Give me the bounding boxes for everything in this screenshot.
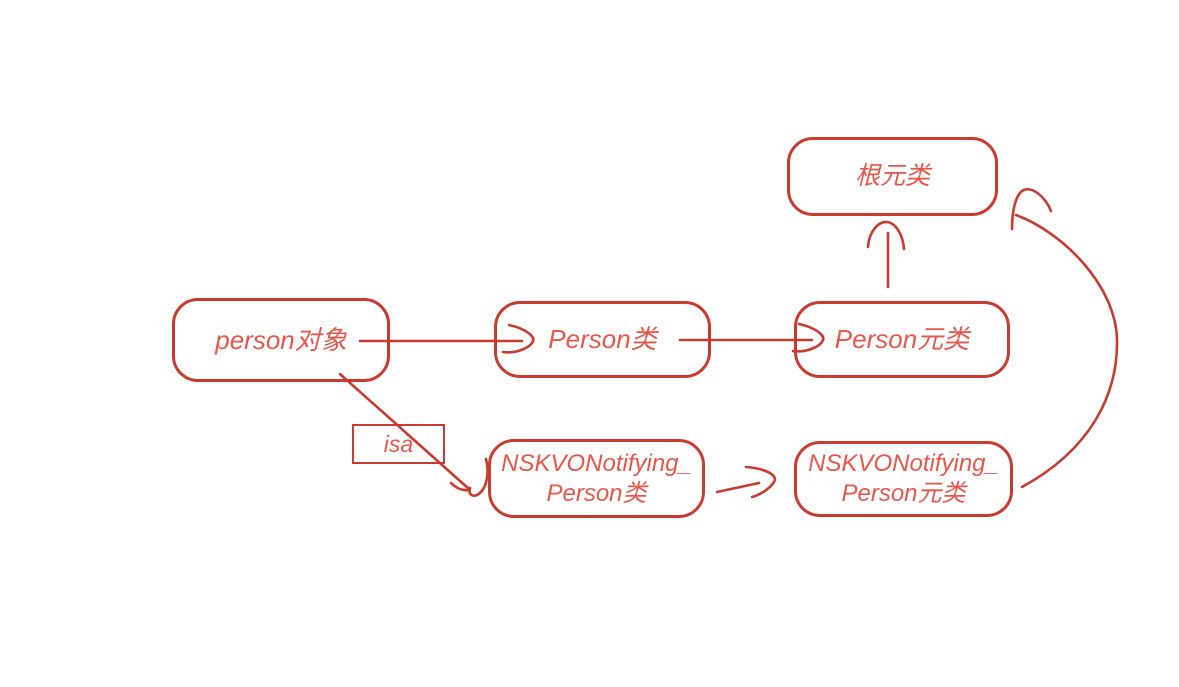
node-person-class: Person类 xyxy=(494,301,711,378)
arrow-line xyxy=(715,481,761,494)
arrowhead-icon xyxy=(744,465,777,499)
node-nskvo-person-metaclass: NSKVONotifying_ Person元类 xyxy=(794,441,1013,517)
node-nskvo-person-metaclass-label-line2: Person元类 xyxy=(841,480,966,507)
arrow-nskvo-class-to-nskvo-metaclass xyxy=(715,465,777,499)
arrow-line xyxy=(1014,213,1119,489)
arrow-nskvo-metaclass-to-root-metaclass xyxy=(1010,188,1119,489)
node-person-object: person对象 xyxy=(172,298,390,382)
isa-label-box: isa xyxy=(352,424,445,464)
node-root-metaclass: 根元类 xyxy=(787,137,998,216)
node-root-metaclass-label: 根元类 xyxy=(854,161,930,190)
isa-label: isa xyxy=(383,430,414,457)
arrowhead-curl-icon xyxy=(468,457,489,497)
arrowhead-icon xyxy=(1010,188,1053,231)
node-nskvo-person-class: NSKVONotifying_ Person类 xyxy=(488,439,705,518)
arrow-person-metaclass-to-root-metaclass xyxy=(866,220,906,289)
node-nskvo-person-class-label-line2: Person类 xyxy=(546,479,647,507)
arrowhead-icon xyxy=(449,481,472,492)
node-person-object-label: person对象 xyxy=(215,324,347,355)
node-person-metaclass-label: Person元类 xyxy=(834,324,970,355)
node-person-class-label: Person类 xyxy=(548,324,657,355)
arrowhead-icon xyxy=(866,220,906,251)
node-nskvo-person-class-label-line1: NSKVONotifying_ xyxy=(501,449,692,477)
node-nskvo-person-metaclass-label-line1: NSKVONotifying_ xyxy=(808,450,999,477)
node-person-metaclass: Person元类 xyxy=(794,301,1010,378)
